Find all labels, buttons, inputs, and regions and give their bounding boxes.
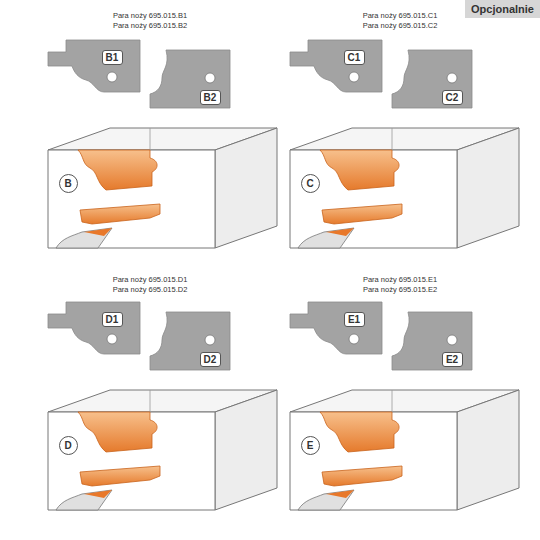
profile-letter: B <box>59 174 78 193</box>
node-text: E <box>307 440 314 451</box>
knife-profile <box>290 40 382 92</box>
knife-label: E1 <box>344 312 365 327</box>
knife-label: E2 <box>442 352 463 367</box>
workpiece-block <box>48 390 277 510</box>
knife-label: B2 <box>200 90 221 105</box>
part-number-note: Para noży 695.015.E1 <box>363 276 437 284</box>
workpiece-block <box>48 128 277 248</box>
node-text: D1 <box>106 314 119 325</box>
knife-label: C2 <box>442 90 463 105</box>
knife-profile <box>150 50 230 108</box>
node-text: E1 <box>348 314 360 325</box>
node-text: E2 <box>446 354 458 365</box>
knife-label: D1 <box>102 312 123 327</box>
knife-label: D2 <box>200 352 221 367</box>
knife-profile <box>48 40 140 92</box>
workpiece-block <box>290 390 519 510</box>
node-text: D2 <box>204 354 217 365</box>
node-text: C2 <box>446 92 459 103</box>
profile-letter: E <box>301 436 320 455</box>
part-number-note: Para noży 695.015.D2 <box>113 286 188 294</box>
knife-profile <box>392 50 472 108</box>
node-text: Opcjonalnie <box>471 3 534 15</box>
node-text: C <box>306 178 313 189</box>
knife-profile <box>48 302 140 354</box>
node-text: B1 <box>106 52 119 63</box>
part-number-note: Para noży 695.015.B2 <box>113 22 187 30</box>
node-text: B2 <box>204 92 217 103</box>
knife-profile <box>290 302 382 354</box>
profile-letter: D <box>59 436 78 455</box>
node-text: D <box>64 440 71 451</box>
part-number-note: Para noży 695.015.E2 <box>363 286 437 294</box>
node-text: B <box>64 178 71 189</box>
profile-letter: C <box>301 174 320 193</box>
part-number-note: Para noży 695.015.C1 <box>363 12 438 20</box>
knife-label: C1 <box>344 50 365 65</box>
part-number-note: Para noży 695.015.D1 <box>113 276 188 284</box>
workpiece-block <box>290 128 519 248</box>
node-text: C1 <box>348 52 361 63</box>
knife-profile <box>392 312 472 370</box>
part-number-note: Para noży 695.015.B1 <box>113 12 187 20</box>
knife-label: B1 <box>102 50 123 65</box>
knife-profile <box>150 312 230 370</box>
option-badge: Opcjonalnie <box>465 0 540 18</box>
part-number-note: Para noży 695.015.C2 <box>363 22 438 30</box>
